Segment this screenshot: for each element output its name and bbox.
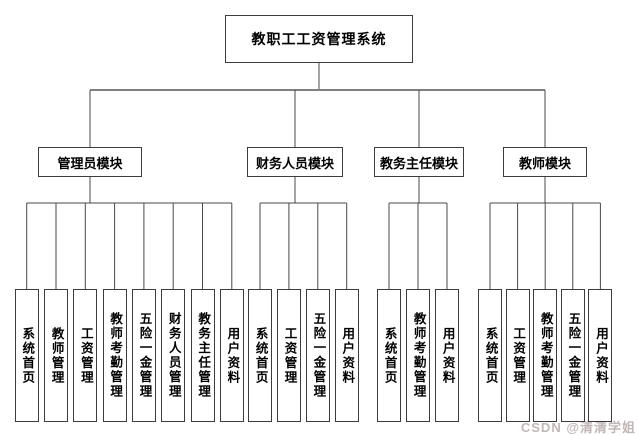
leaf-node: 用户资料 [334,289,359,422]
leaf-node-label: 教师考勤管理 [411,312,426,399]
leaf-node-label: 教师考勤管理 [108,312,123,399]
leaf-node-label: 工资管理 [78,326,93,385]
leaf-node: 系统首页 [377,289,401,422]
leaf-node: 系统首页 [14,289,39,422]
leaf-node-label: 用户资料 [593,326,608,385]
module-node-3: 教师模块 [503,147,587,177]
module-node-0: 管理员模块 [38,147,142,177]
leaf-node-label: 教师考勤管理 [538,312,553,399]
leaf-node: 工资管理 [505,289,530,422]
leaf-node-label: 工资管理 [282,326,297,385]
module-node-1: 财务人员模块 [247,147,343,177]
leaf-node-label: 五险一金管理 [566,312,581,399]
leaf-node: 五险一金管理 [305,289,330,422]
leaf-node-label: 系统首页 [382,326,397,385]
leaf-node: 系统首页 [248,289,272,422]
module-node-1-label: 财务人员模块 [255,155,334,171]
leaf-node-label: 用户资料 [440,326,455,385]
leaf-node: 教师考勤管理 [533,289,558,422]
leaf-node: 教务主任管理 [190,289,215,422]
leaf-node-label: 用户资料 [340,326,355,385]
leaf-node: 用户资料 [219,289,244,422]
leaf-node-label: 财务人员管理 [166,312,181,399]
leaf-node: 工资管理 [73,289,98,422]
leaf-node: 五险一金管理 [131,289,156,422]
leaf-node-label: 系统首页 [20,326,35,385]
module-node-3-label: 教师模块 [518,155,571,171]
leaf-node: 财务人员管理 [161,289,186,422]
leaf-node: 教师管理 [44,289,68,422]
leaf-node-label: 五险一金管理 [137,312,152,399]
leaf-node: 教师考勤管理 [102,289,127,422]
leaf-node: 工资管理 [276,289,301,422]
leaf-node: 五险一金管理 [560,289,585,422]
leaf-node-label: 教师管理 [49,326,64,385]
leaf-node: 教师考勤管理 [406,289,430,422]
watermark: CSDN @清清学姐 [520,420,636,435]
leaf-node: 用户资料 [435,289,459,422]
module-node-2: 教务主任模块 [374,147,464,177]
module-node-2-label: 教务主任模块 [379,155,458,171]
leaf-node-label: 用户资料 [225,326,240,385]
leaf-node-label: 系统首页 [483,326,498,385]
leaf-node: 用户资料 [588,289,613,422]
leaf-node-label: 工资管理 [511,326,526,385]
leaf-node-label: 五险一金管理 [311,312,326,399]
leaf-node: 系统首页 [478,289,502,422]
root-node: 教职工工资管理系统 [225,15,413,63]
module-node-0-label: 管理员模块 [57,155,123,171]
root-node-label: 教职工工资管理系统 [251,31,387,47]
leaf-node-label: 系统首页 [253,326,268,385]
leaf-node-label: 教务主任管理 [196,312,211,399]
